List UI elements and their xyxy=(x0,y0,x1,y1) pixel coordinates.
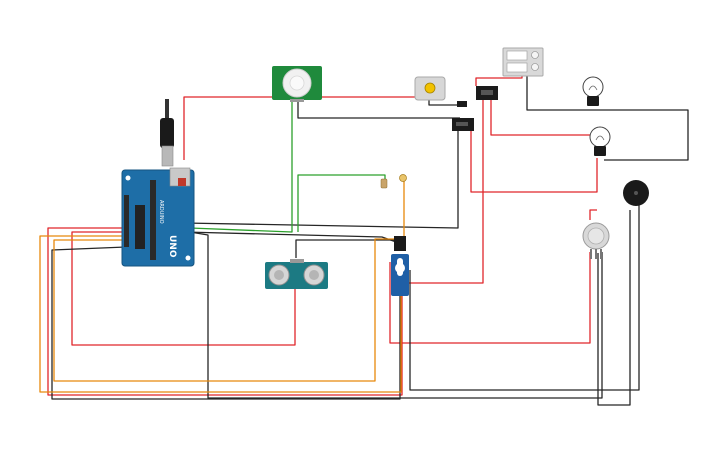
wire-green-ldr[interactable] xyxy=(297,174,386,232)
supply-knob-bottom[interactable] xyxy=(531,63,539,71)
relay-small-switch xyxy=(457,101,467,107)
relay-module-label xyxy=(481,90,493,95)
pir-motion-sensor[interactable] xyxy=(272,66,322,102)
reset-button[interactable] xyxy=(178,178,186,186)
wire-red-pot-top[interactable] xyxy=(589,209,597,220)
relay-spdt-label xyxy=(456,122,468,126)
arduino-uno-board[interactable]: UNO ARDUINO xyxy=(121,99,195,267)
wire-black-arduino-gnd[interactable] xyxy=(51,246,401,400)
pot-leg xyxy=(590,249,592,259)
transistor[interactable] xyxy=(394,236,406,251)
wire-black-pot-buzzer[interactable] xyxy=(597,210,631,406)
wire-red-relay-bulb[interactable] xyxy=(490,95,597,136)
ldr-head xyxy=(399,174,407,182)
digital-header xyxy=(150,180,156,260)
pir-dome-center xyxy=(289,75,305,91)
usb-cable xyxy=(165,99,169,119)
pot-leg xyxy=(600,249,602,259)
relay-spdt[interactable] xyxy=(452,101,474,131)
mounting-hole xyxy=(125,175,131,181)
power-supply-box[interactable] xyxy=(502,47,544,77)
wire-black-relay-supply[interactable] xyxy=(526,72,689,161)
ultrasonic-transducer-left-inner xyxy=(274,270,284,280)
pot-leg xyxy=(595,249,597,259)
wire-red-bulb-return[interactable] xyxy=(470,126,598,193)
bulb-base xyxy=(587,96,599,106)
buzzer-hole xyxy=(634,191,638,195)
bulb-glass xyxy=(589,126,611,148)
ultrasonic-pins xyxy=(290,259,304,263)
dc-motor[interactable] xyxy=(414,76,446,101)
light-bulb-bottom[interactable] xyxy=(589,126,611,156)
mounting-hole xyxy=(185,255,191,261)
transistor-body xyxy=(394,236,406,251)
wire-orange-arduino-servo[interactable] xyxy=(39,235,402,393)
light-bulb-top[interactable] xyxy=(582,76,604,106)
wire-black-buzzer[interactable] xyxy=(409,205,640,391)
wire-black-motor-relay[interactable] xyxy=(428,100,466,106)
bulb-glass xyxy=(582,76,604,98)
wire-black-arduino-relay[interactable] xyxy=(183,128,459,229)
bulb-base xyxy=(594,146,606,156)
usb-plug xyxy=(160,118,174,148)
wire-black-pot-gnd[interactable] xyxy=(189,231,603,399)
supply-display-bottom xyxy=(506,62,528,73)
ultrasonic-distance-sensor[interactable] xyxy=(265,259,328,289)
wire-green-pir-ultrasonic[interactable] xyxy=(189,100,293,233)
wire-black-pir-relay[interactable] xyxy=(297,100,460,119)
pot-knob xyxy=(587,227,605,245)
piezo-buzzer[interactable] xyxy=(623,180,649,206)
resistor xyxy=(380,178,388,189)
ultrasonic-transducer-right-inner xyxy=(309,270,319,280)
supply-knob-top[interactable] xyxy=(531,51,539,59)
arduino-logo-text: UNO xyxy=(167,235,177,258)
wire-red-servo-pot[interactable] xyxy=(389,252,591,344)
analog-header xyxy=(124,195,129,247)
bulb-filament xyxy=(595,135,605,141)
servo-horn xyxy=(397,258,403,276)
atmega-chip xyxy=(135,205,145,249)
supply-display-top xyxy=(506,50,528,61)
wire-orange-ldr[interactable] xyxy=(53,176,405,382)
wire-red-pir-power[interactable] xyxy=(183,96,274,160)
bulb-filament xyxy=(588,85,598,91)
relay-module[interactable] xyxy=(476,86,498,100)
wire-black-servo-transistor[interactable] xyxy=(295,239,395,258)
motor-shaft xyxy=(424,82,436,94)
pir-pins xyxy=(290,99,304,102)
potentiometer[interactable] xyxy=(582,222,610,259)
wire-black-arduino-servo[interactable] xyxy=(183,231,400,244)
arduino-brand-text: ARDUINO xyxy=(158,200,164,224)
micro-servo[interactable] xyxy=(391,254,409,296)
wire-red-arduino-servo[interactable] xyxy=(47,227,403,396)
wire-red-servo-relay[interactable] xyxy=(396,100,484,284)
photoresistor[interactable] xyxy=(380,174,407,189)
wire-red-ultrasonic-loop[interactable] xyxy=(71,231,296,346)
usb-connector xyxy=(161,145,174,167)
